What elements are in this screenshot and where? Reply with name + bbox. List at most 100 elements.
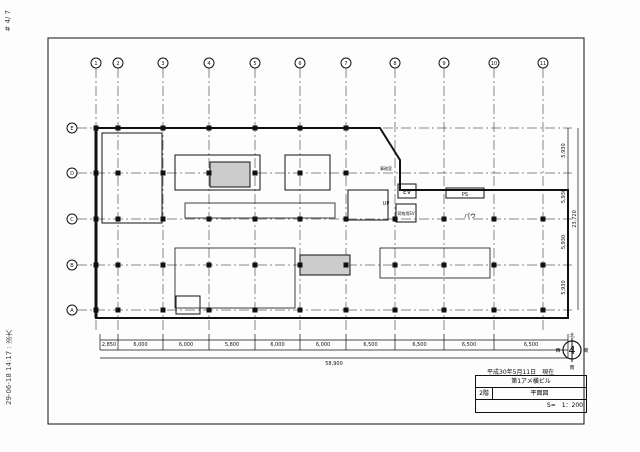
- dim-label-h: 6,500: [524, 342, 538, 348]
- dim-label-h: 6,000: [316, 342, 330, 348]
- structural-column: [343, 170, 349, 176]
- dim-label-v: 5,930: [561, 280, 567, 294]
- structural-column: [206, 307, 212, 313]
- structural-column: [343, 125, 349, 131]
- room-northwest: [101, 132, 163, 224]
- structural-column: [441, 216, 447, 222]
- structural-column: [206, 216, 212, 222]
- grid-label-row: C: [70, 217, 74, 223]
- structural-column: [93, 170, 99, 176]
- grid-label-col: 9: [442, 61, 445, 67]
- structural-column: [115, 262, 121, 268]
- floor-label: 2階: [476, 388, 493, 399]
- structural-column: [93, 216, 99, 222]
- structural-column: [160, 125, 166, 131]
- structural-column: [206, 262, 212, 268]
- dim-label-h: 6,500: [363, 342, 377, 348]
- structural-column: [343, 216, 349, 222]
- compass-west: 西: [555, 348, 560, 354]
- grid-label-col: 10: [491, 61, 497, 67]
- dim-label-h: 6,000: [179, 342, 193, 348]
- building-name: 第1アメ横ビル: [476, 376, 586, 388]
- grid-label-row: B: [70, 263, 74, 269]
- stair-2: [175, 295, 201, 315]
- ps-box: [445, 187, 485, 199]
- label-up: UP: [383, 201, 390, 207]
- structural-column: [160, 262, 166, 268]
- label-pau: パウ: [464, 212, 476, 220]
- structural-column: [160, 216, 166, 222]
- grid-label-col: 2: [116, 61, 119, 67]
- structural-column: [297, 262, 303, 268]
- structural-column: [93, 307, 99, 313]
- dim-label-v: 5,930: [561, 143, 567, 157]
- structural-column: [491, 307, 497, 313]
- structural-column: [115, 170, 121, 176]
- structural-column: [93, 125, 99, 131]
- survey-date: 平成30年5月11日 現在: [487, 369, 555, 376]
- structural-column: [115, 125, 121, 131]
- building-outline: [95, 127, 569, 319]
- structural-column: [491, 216, 497, 222]
- structural-column: [441, 307, 447, 313]
- grid-label-col: 3: [161, 61, 164, 67]
- grid-label-col: 7: [344, 61, 347, 67]
- structural-column: [252, 216, 258, 222]
- dim-label-h: 2,850: [102, 342, 116, 348]
- dim-label-h: 6,000: [133, 342, 147, 348]
- drawing-type: 平面図: [530, 390, 549, 397]
- structural-column: [93, 262, 99, 268]
- grid-label-row: A: [70, 308, 74, 314]
- structural-column: [252, 125, 258, 131]
- structural-column: [297, 216, 303, 222]
- dim-total-v: 23,720: [572, 210, 578, 228]
- void-area: [284, 154, 331, 191]
- structural-column: [540, 216, 546, 222]
- sheet-border: [47, 37, 585, 425]
- structural-column: [252, 262, 258, 268]
- dim-label-v: 5,930: [561, 189, 567, 203]
- structural-column: [297, 307, 303, 313]
- grid-label-col: 6: [298, 61, 301, 67]
- compass-south: 南: [569, 364, 574, 371]
- scale: S= 1：200: [546, 402, 583, 409]
- grid-label-col: 11: [540, 61, 546, 67]
- structural-column: [392, 216, 398, 222]
- grid-label-row: E: [70, 126, 73, 132]
- structural-column: [540, 307, 546, 313]
- compass-north: 北: [569, 332, 574, 339]
- shop-area-east: [379, 247, 491, 279]
- structural-column: [297, 125, 303, 131]
- escalator-area: [174, 154, 261, 191]
- structural-column: [392, 307, 398, 313]
- structural-column: [206, 125, 212, 131]
- escalator-2: [299, 254, 351, 276]
- structural-column: [252, 307, 258, 313]
- structural-column: [540, 262, 546, 268]
- shop-area-west: [174, 247, 296, 309]
- dim-label-h: 6,500: [462, 342, 476, 348]
- label-freight-ev: 荷物用EV: [397, 210, 415, 216]
- structural-column: [392, 262, 398, 268]
- dim-label-v: 5,930: [561, 235, 567, 249]
- stair-1: [347, 189, 389, 221]
- structural-column: [343, 262, 349, 268]
- grid-label-col: 8: [393, 61, 396, 67]
- structural-column: [115, 307, 121, 313]
- structural-column: [115, 216, 121, 222]
- structural-column: [160, 307, 166, 313]
- freight-ev-box: [395, 203, 417, 223]
- label-ps: PS: [462, 192, 468, 198]
- grid-label-col: 5: [253, 61, 256, 67]
- title-block: 第1アメ横ビル 2階 平面図 S= 1：200: [475, 375, 587, 413]
- structural-column: [297, 170, 303, 176]
- compass-east: 東: [583, 347, 588, 354]
- ev-box: [397, 183, 417, 199]
- structural-column: [491, 262, 497, 268]
- label-office: 事務室: [380, 165, 392, 171]
- label-ev: EV: [403, 189, 412, 196]
- structural-column: [441, 262, 447, 268]
- structural-column: [252, 170, 258, 176]
